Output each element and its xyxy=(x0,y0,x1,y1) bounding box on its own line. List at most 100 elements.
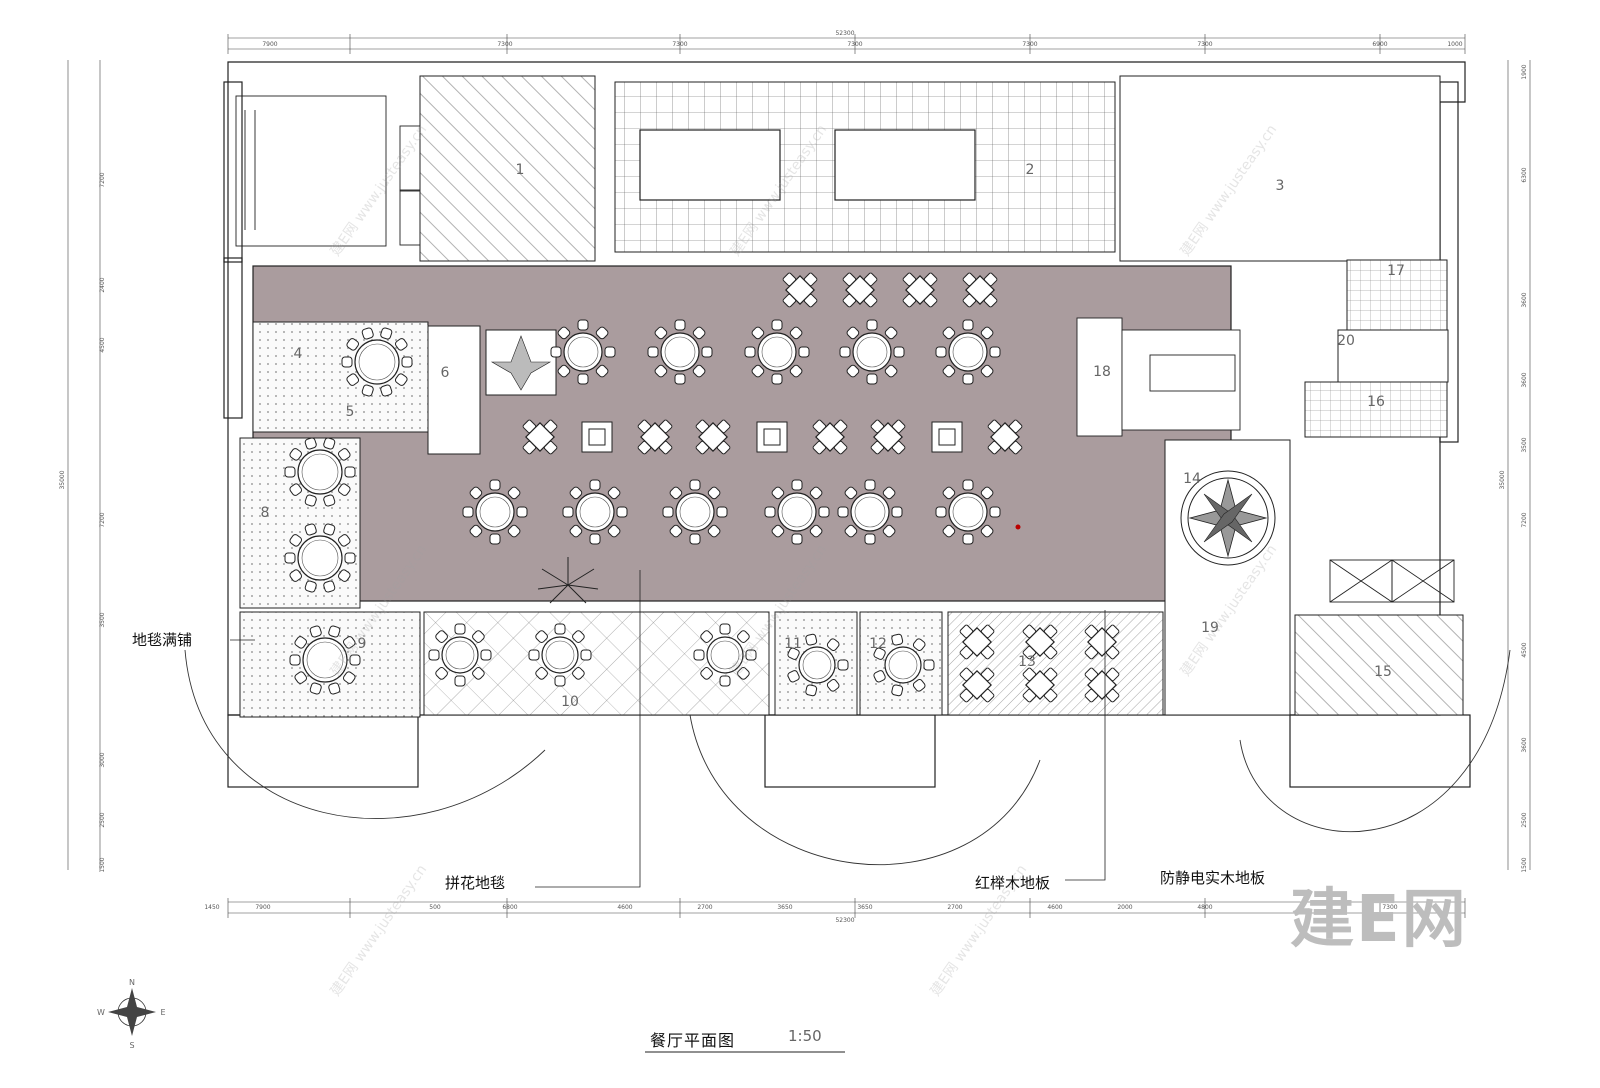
column xyxy=(756,421,788,453)
square-table xyxy=(637,419,673,455)
round-table xyxy=(289,625,361,695)
room-number: 9 xyxy=(358,636,367,652)
round-table xyxy=(873,633,935,697)
dimension-label: 3650 xyxy=(777,904,792,911)
round-table xyxy=(341,327,413,397)
dimension-label: 500 xyxy=(429,904,441,911)
dimension-label: 6300 xyxy=(1521,167,1528,182)
round-table xyxy=(935,479,1001,545)
room-number: 17 xyxy=(1387,263,1405,279)
square-table xyxy=(1084,667,1120,703)
dimension-label: 1000 xyxy=(1447,41,1462,48)
room-16-toilet xyxy=(1304,381,1448,438)
callout-pattern-carpet: 拼花地毯 xyxy=(445,874,506,892)
dimension-label: 3600 xyxy=(1521,372,1528,387)
column xyxy=(931,421,963,453)
compass-e: E xyxy=(160,1008,165,1017)
room-number: 8 xyxy=(261,505,270,521)
dimension-total-bottom: 52300 xyxy=(835,917,854,924)
room-number: 20 xyxy=(1337,333,1355,349)
compass-w: W xyxy=(97,1008,105,1017)
room-number: 16 xyxy=(1367,394,1385,410)
round-table xyxy=(284,523,356,593)
compass-n: N xyxy=(129,978,135,987)
column xyxy=(581,421,613,453)
dimension-lines xyxy=(67,37,1531,914)
elevators-right xyxy=(1329,559,1455,603)
compass-medallion xyxy=(1180,470,1276,566)
room-number: 6 xyxy=(441,365,450,381)
room-3 xyxy=(1119,75,1441,262)
room-13-floor xyxy=(947,611,1164,716)
room-6 xyxy=(427,325,481,455)
dimension-label: 3650 xyxy=(857,904,872,911)
dimension-label: 7200 xyxy=(99,512,106,527)
dimension-label: 7300 xyxy=(1382,904,1397,911)
dimension-label: 1500 xyxy=(99,857,106,872)
square-table xyxy=(962,272,998,308)
round-table xyxy=(462,479,528,545)
dimension-label: 3000 xyxy=(99,752,106,767)
dimension-label: 7200 xyxy=(1521,512,1528,527)
callout-carpet-full: 地毯满铺 xyxy=(132,631,193,649)
room-number: 19 xyxy=(1201,620,1219,636)
square-table xyxy=(842,272,878,308)
room-1-floor xyxy=(419,75,596,262)
dimension-label: 3600 xyxy=(1521,292,1528,307)
dimension-total-right: 35000 xyxy=(1499,470,1506,489)
round-table xyxy=(744,319,810,385)
dimension-label: 1900 xyxy=(1521,64,1528,79)
dimension-label: 7300 xyxy=(1197,41,1212,48)
room-number: 14 xyxy=(1183,471,1201,487)
callout-red-beech-floor: 红榉木地板 xyxy=(975,874,1051,892)
furniture-layer xyxy=(284,272,1120,703)
plant xyxy=(537,557,599,604)
dimension-label: 7900 xyxy=(255,904,270,911)
round-table xyxy=(935,319,1001,385)
dimension-label: 2000 xyxy=(1117,904,1132,911)
dimension-label: 4600 xyxy=(617,904,632,911)
round-table xyxy=(550,319,616,385)
dimension-label: 1450 xyxy=(204,904,219,911)
dimension-total-left: 35000 xyxy=(59,470,66,489)
square-table xyxy=(870,419,906,455)
square-table xyxy=(902,272,938,308)
dimension-total-top: 52300 xyxy=(835,30,854,37)
room-number: 4 xyxy=(294,346,303,362)
round-table xyxy=(284,437,356,507)
dimension-label: 2400 xyxy=(99,277,106,292)
room-17-toilet xyxy=(1346,259,1448,331)
dimension-label: 3500 xyxy=(99,612,106,627)
dimension-label: 2500 xyxy=(1521,812,1528,827)
room-number: 1 xyxy=(516,162,525,178)
round-table xyxy=(647,319,713,385)
square-table xyxy=(1022,624,1058,660)
room-number: 2 xyxy=(1026,162,1035,178)
room-number: 18 xyxy=(1093,364,1111,380)
dimension-label: 7900 xyxy=(262,41,277,48)
callout-antistatic-floor: 防静电实木地板 xyxy=(1160,869,1266,887)
dimension-label: 6900 xyxy=(1372,41,1387,48)
scale-label: 1:50 xyxy=(788,1027,822,1045)
dimension-label: 2700 xyxy=(697,904,712,911)
page-title: 餐厅平面图 xyxy=(650,1031,736,1050)
round-table xyxy=(837,479,903,545)
dimension-label: 7200 xyxy=(99,172,106,187)
room-number: 12 xyxy=(869,636,887,652)
dimension-label: 7300 xyxy=(672,41,687,48)
room-number: 13 xyxy=(1018,654,1036,670)
dimension-label: 4500 xyxy=(1521,642,1528,657)
brand-logo: 建E网 xyxy=(1290,883,1468,957)
room-number: 3 xyxy=(1276,178,1285,194)
dimension-label: 4600 xyxy=(1047,904,1062,911)
dimension-ticks xyxy=(227,34,1466,918)
round-table xyxy=(562,479,628,545)
dimension-label: 7300 xyxy=(847,41,862,48)
round-table xyxy=(662,479,728,545)
north-arrow: N E S W xyxy=(97,978,165,1050)
square-table xyxy=(959,667,995,703)
dimension-label: 7300 xyxy=(497,41,512,48)
